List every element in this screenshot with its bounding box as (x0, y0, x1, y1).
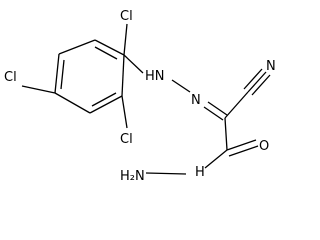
ring-bond-c4-c5 (89, 95, 123, 114)
ring-bond-c1-c2 (58, 39, 96, 55)
bond-cn-triple-2 (251, 74, 271, 96)
structure-canvas: Cl Cl Cl HN N N O H₂N H (4, 9, 276, 184)
atom-label-o-carbonyl: O (259, 139, 269, 154)
bond-cn-triple-1 (247, 71, 267, 93)
ring-double-bond-left (60, 59, 65, 90)
bond-ring-nh (123, 54, 144, 74)
atom-label-n-nitrile: N (266, 59, 276, 74)
bond-cn-triple-3 (243, 68, 263, 90)
bond-c-carbonyl (224, 117, 228, 151)
atom-label-h-hydrazide: H (195, 165, 205, 180)
bond-nh-nh2 (145, 172, 187, 175)
bond-c-cn (224, 91, 249, 119)
bond-c-o-double-a (226, 139, 257, 151)
atom-label-cl-top: Cl (120, 9, 133, 24)
ring-bond-c3-c4 (54, 92, 91, 114)
bond-c-o-double-b (228, 145, 259, 157)
bond-c-cl-left (21, 85, 56, 94)
atom-label-cl-bottom: Cl (120, 132, 133, 147)
bond-nh-n (171, 79, 191, 93)
chemical-structure: Cl Cl Cl HN N N O H₂N H (4, 9, 276, 184)
ring-bond-c2-c3 (54, 53, 60, 94)
ring-bond-c6-c1 (94, 39, 125, 56)
bond-c-cl-bottom (121, 95, 128, 129)
atom-label-cl-left: Cl (4, 70, 17, 85)
benzene-ring (54, 39, 125, 114)
bond-n-c-double-b (207, 101, 228, 116)
atom-label-n-hydrazone: N (191, 93, 201, 108)
bond-n-c-double-a (203, 106, 224, 121)
atom-label-nh-hydrazone: HN (145, 69, 165, 84)
bond-carbonyl-nh (204, 149, 228, 169)
bond-c-cl-top (123, 23, 128, 56)
ring-double-bond-bottom (91, 92, 117, 107)
atom-label-nh2: H₂N (120, 169, 145, 184)
ring-bond-c5-c6 (121, 54, 125, 97)
ring-double-bond-top (94, 46, 118, 60)
